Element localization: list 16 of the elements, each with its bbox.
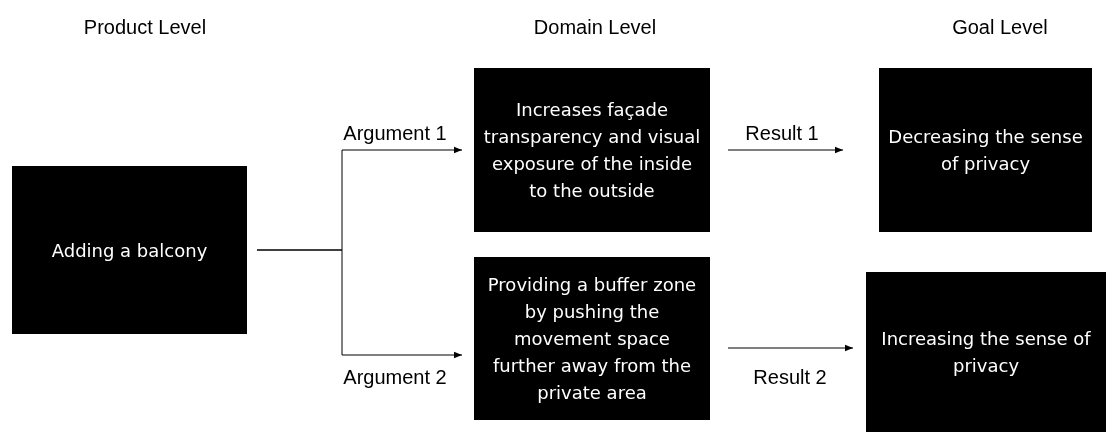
arrow	[727, 344, 854, 352]
text-box	[12, 166, 247, 334]
text-box	[866, 272, 1106, 432]
box-text: Decreasing the sense of privacy	[887, 125, 1084, 176]
box-text: Increases façade transparency and visual exposure of the inside to the outside	[482, 98, 702, 203]
text-box	[474, 68, 710, 232]
box-text: Increasing the sense of privacy	[880, 327, 1092, 378]
box-text: Adding a balcony	[51, 238, 208, 263]
text-box	[474, 257, 710, 420]
arrow	[256, 249, 463, 359]
level-heading: Domain Level	[533, 16, 657, 39]
level-heading: Goal Level	[952, 16, 1048, 39]
level-heading: Product Level	[83, 16, 207, 39]
arrow	[727, 146, 844, 154]
text-box	[879, 68, 1092, 232]
box-text: Providing a buffer zone by pushing the movement space further away from the private area	[486, 273, 698, 405]
